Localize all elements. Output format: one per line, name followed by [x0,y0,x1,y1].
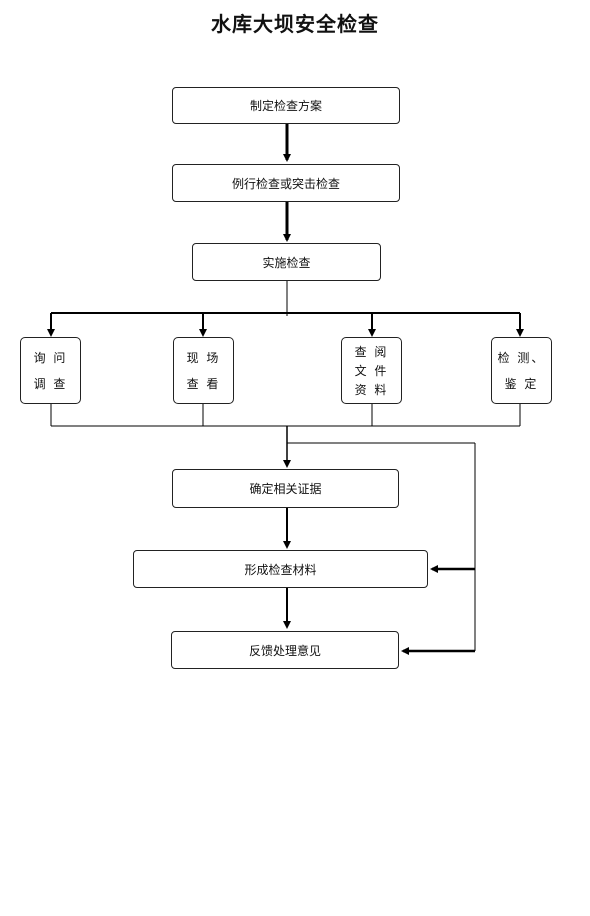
method-documents-line-3: 资 料 [354,383,389,397]
method-inquiry-line-1: 询 问 [33,350,68,365]
step-routine-box: 例行检查或突击检查 [172,164,400,202]
step-plan-label: 制定检查方案 [249,99,322,113]
method-testing-line-1: 检 测、 [497,350,546,365]
step-feedback-label: 反馈处理意见 [248,643,321,658]
method-inquiry-box: 询 问 调 查 [20,337,81,404]
step-materials-label: 形成检查材料 [244,562,317,577]
step-evidence-box: 确定相关证据 [172,469,399,508]
step-implement-box: 实施检查 [192,243,381,281]
method-testing-box: 检 测、 鉴 定 [491,337,552,404]
step-feedback-box: 反馈处理意见 [171,631,399,669]
step-routine-label: 例行检查或突击检查 [231,176,340,191]
method-documents-box: 查 阅 文 件 资 料 [341,337,402,404]
method-site-box: 现 场 查 看 [173,337,234,404]
method-site-line-2: 查 看 [186,377,221,392]
step-evidence-label: 确定相关证据 [249,482,322,496]
method-testing-line-2: 鉴 定 [504,377,539,392]
diagram-title: 水库大坝安全检查 [211,12,379,36]
method-site-line-1: 现 场 [186,350,221,365]
step-materials-box: 形成检查材料 [133,550,428,588]
method-inquiry-line-2: 调 查 [33,377,68,392]
step-implement-label: 实施检查 [262,255,311,270]
method-documents-line-2: 文 件 [354,364,389,378]
step-plan-box: 制定检查方案 [172,87,400,124]
method-documents-line-1: 查 阅 [354,345,389,359]
